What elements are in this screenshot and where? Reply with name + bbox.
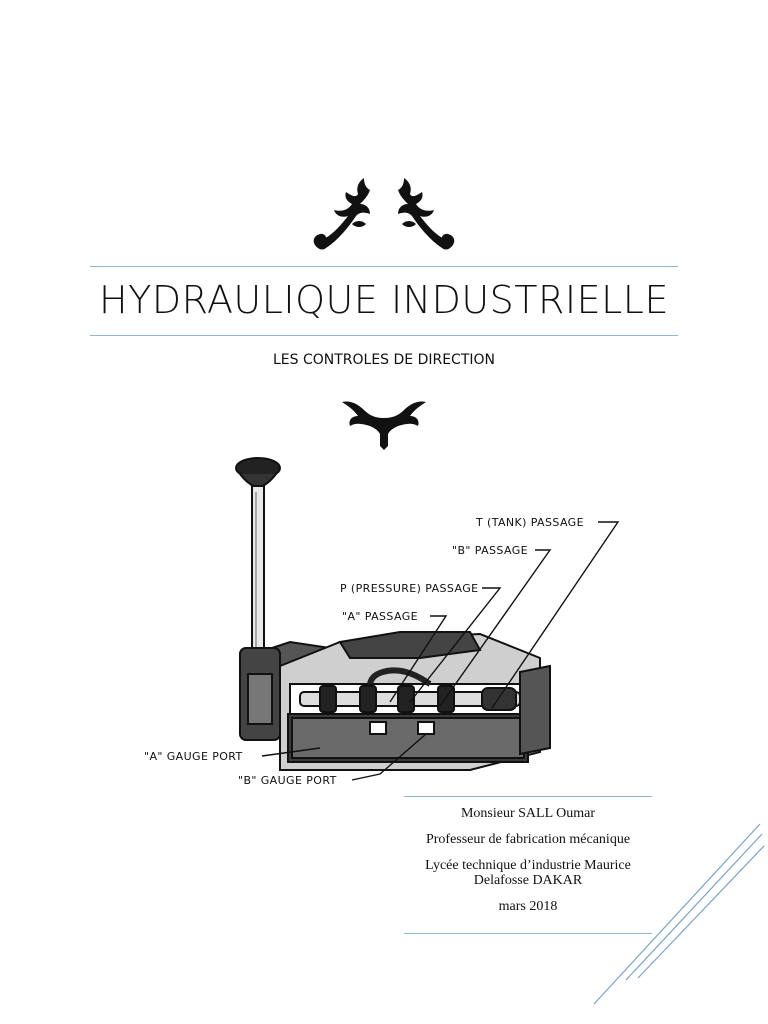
label-tank-passage: T (TANK) PASSAGE	[475, 516, 584, 529]
floral-ornament-icon	[313, 178, 455, 250]
author-name: Monsieur SALL Oumar	[460, 806, 596, 821]
label-a-gauge-port: "A" GAUGE PORT	[144, 750, 243, 763]
end-cap-right	[519, 664, 551, 756]
title-rule-top	[90, 266, 678, 267]
document-subtitle: LES CONTROLES DE DIRECTION	[272, 352, 496, 368]
document-title: HYDRAULIQUE INDUSTRIELLE	[99, 278, 669, 322]
title-rule-bottom	[90, 335, 678, 336]
label-pressure-passage: P (PRESSURE) PASSAGE	[340, 582, 478, 595]
school-name: Lycée technique d’industrie Maurice Dela…	[425, 858, 631, 888]
valve-illustration: T (TANK) PASSAGE "B" PASSAGE P (PRESSURE…	[144, 457, 620, 787]
document-date: mars 2018	[498, 899, 558, 914]
corner-decoration	[593, 823, 765, 1005]
label-b-passage: "B" PASSAGE	[452, 544, 528, 557]
lever-shaft	[251, 485, 265, 657]
author-info-block: Monsieur SALL Oumar Professeur de fabric…	[404, 796, 652, 934]
author-role: Professeur de fabrication mécanique	[425, 832, 631, 847]
fleuron-ornament-icon	[342, 401, 426, 450]
label-a-passage: "A" PASSAGE	[342, 610, 418, 623]
label-b-gauge-port: "B" GAUGE PORT	[238, 774, 337, 787]
